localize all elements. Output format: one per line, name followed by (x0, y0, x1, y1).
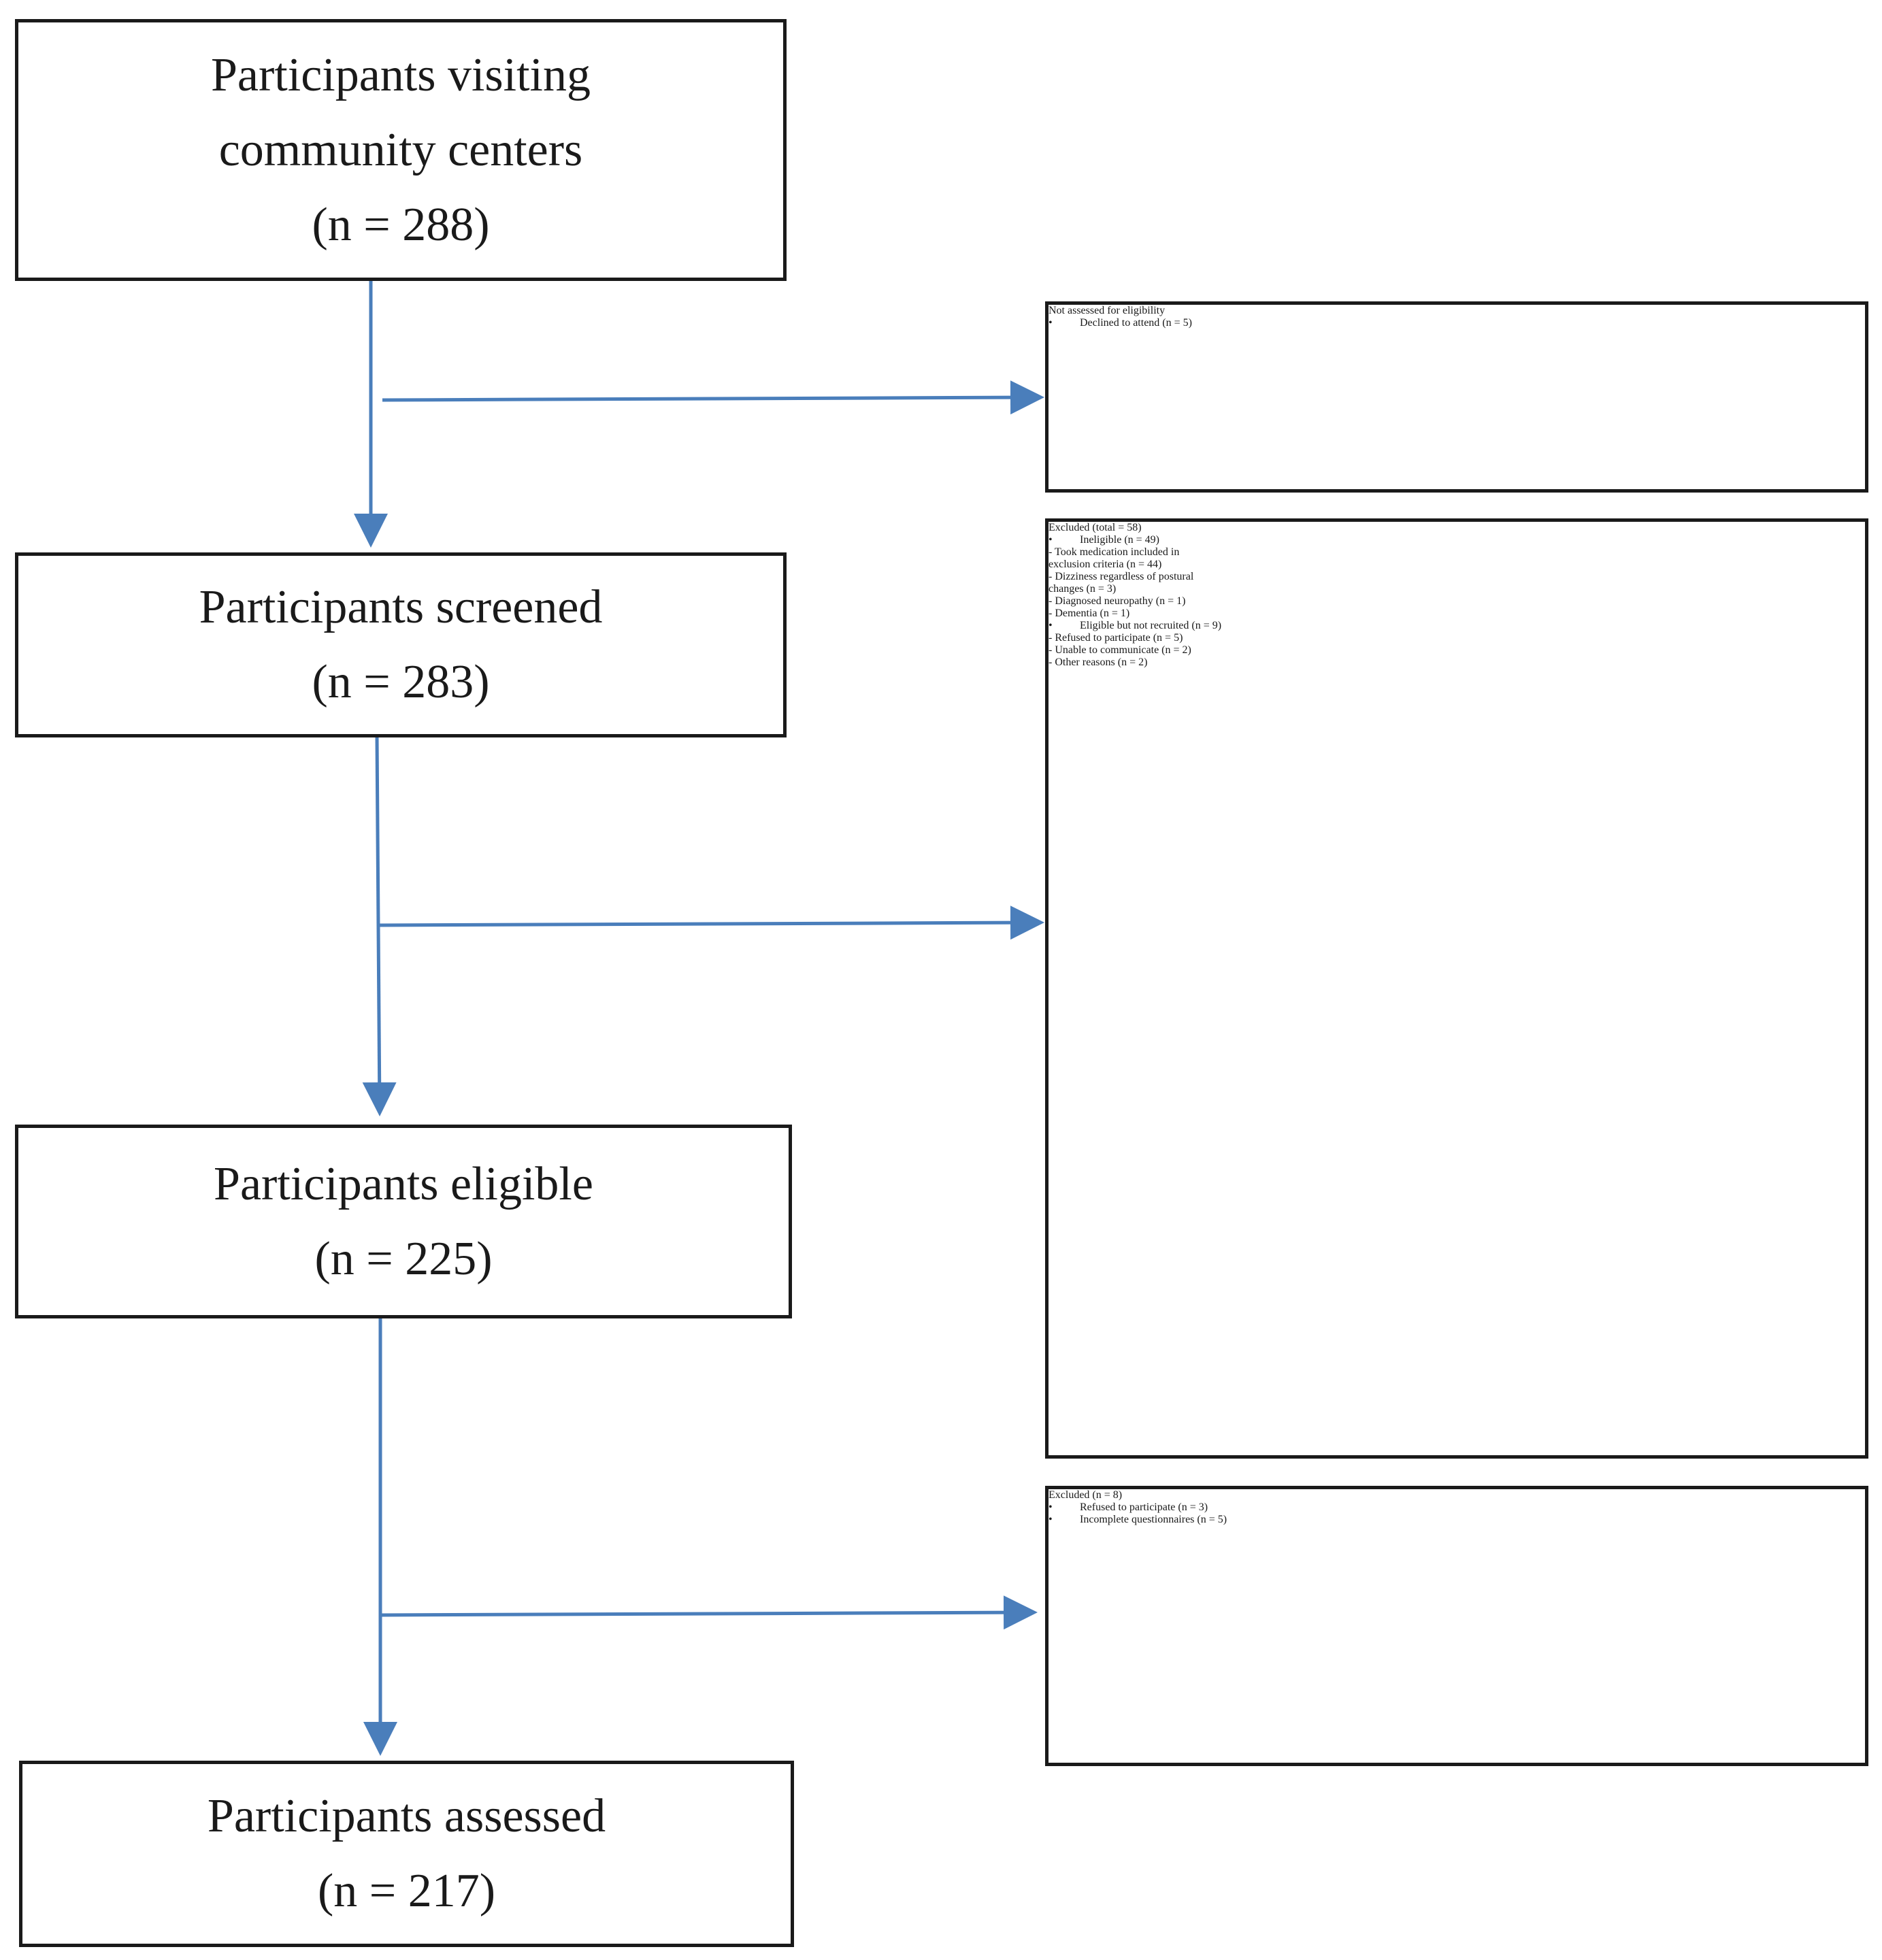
visiting-line-2: community centers (218, 123, 583, 176)
screened-box: Participants screened (n = 283) (15, 552, 787, 737)
excluded-total-title: Excluded (total = 58) (1049, 522, 1142, 533)
assessed-label: Participants assessed (207, 1790, 606, 1842)
visiting-count: (n = 288) (312, 198, 490, 251)
eligible-label: Participants eligible (214, 1157, 593, 1210)
not-assessed-title: Not assessed for eligibility (1049, 305, 1166, 316)
assessed-count: (n = 217) (317, 1865, 496, 1917)
refused-text: Refused to participate (n = 3) (1080, 1501, 1208, 1513)
arrow-to-excluded-final (380, 1595, 1038, 1630)
ineligible-item: • Ineligible (n = 49) (1049, 534, 1865, 546)
not-recruited-item: • Eligible but not recruited (n = 9) (1049, 620, 1865, 632)
incomplete-item: • Incomplete questionnaires (n = 5) (1049, 1514, 1865, 1526)
reason-medication-cont: exclusion criteria (n = 44) (1049, 559, 1162, 570)
excluded-total-box: Excluded (total = 58) • Ineligible (n = 4… (1045, 518, 1868, 1459)
not-assessed-box: Not assessed for eligibility • Declined t… (1045, 301, 1868, 493)
bullet-icon: • (1049, 534, 1053, 546)
screened-count: (n = 283) (312, 656, 490, 708)
refused-item: • Refused to participate (n = 3) (1049, 1501, 1865, 1514)
reason-medication: - Took medication included in (1049, 546, 1180, 558)
reason-dementia: - Dementia (n = 1) (1049, 608, 1130, 619)
arrow-to-excluded-total (378, 906, 1044, 940)
bullet-icon: • (1049, 1514, 1053, 1525)
visiting-line-1: Participants visiting (210, 48, 591, 101)
screened-label: Participants screened (199, 581, 603, 633)
not-assessed-item: • Declined to attend (n = 5) (1049, 317, 1865, 329)
reason-dizziness-cont: changes (n = 3) (1049, 583, 1117, 595)
eligible-box: Participants eligible (n = 225) (15, 1125, 792, 1318)
reason-refused: - Refused to participate (n = 5) (1049, 632, 1183, 644)
visiting-box: Participants visiting community centers … (15, 19, 787, 281)
reason-other: - Other reasons (n = 2) (1049, 657, 1148, 668)
not-recruited-text: Eligible but not recruited (n = 9) (1080, 620, 1222, 631)
assessed-box: Participants assessed (n = 217) (19, 1761, 794, 1947)
declined-text: Declined to attend (n = 5) (1080, 317, 1192, 329)
excluded-final-box: Excluded (n = 8) • Refused to participate… (1045, 1486, 1868, 1766)
incomplete-text: Incomplete questionnaires (n = 5) (1080, 1514, 1227, 1525)
reason-neuropathy: - Diagnosed neuropathy (n = 1) (1049, 595, 1186, 607)
bullet-icon: • (1049, 317, 1053, 329)
bullet-icon: • (1049, 620, 1053, 631)
ineligible-text: Ineligible (n = 49) (1080, 534, 1159, 546)
bullet-icon: • (1049, 1501, 1053, 1513)
eligible-count: (n = 225) (314, 1232, 493, 1285)
excluded-final-title: Excluded (n = 8) (1049, 1489, 1123, 1501)
reason-communicate: - Unable to communicate (n = 2) (1049, 644, 1191, 656)
reason-dizziness: - Dizziness regardless of postural (1049, 571, 1194, 582)
arrow-to-not-assessed (382, 380, 1044, 415)
